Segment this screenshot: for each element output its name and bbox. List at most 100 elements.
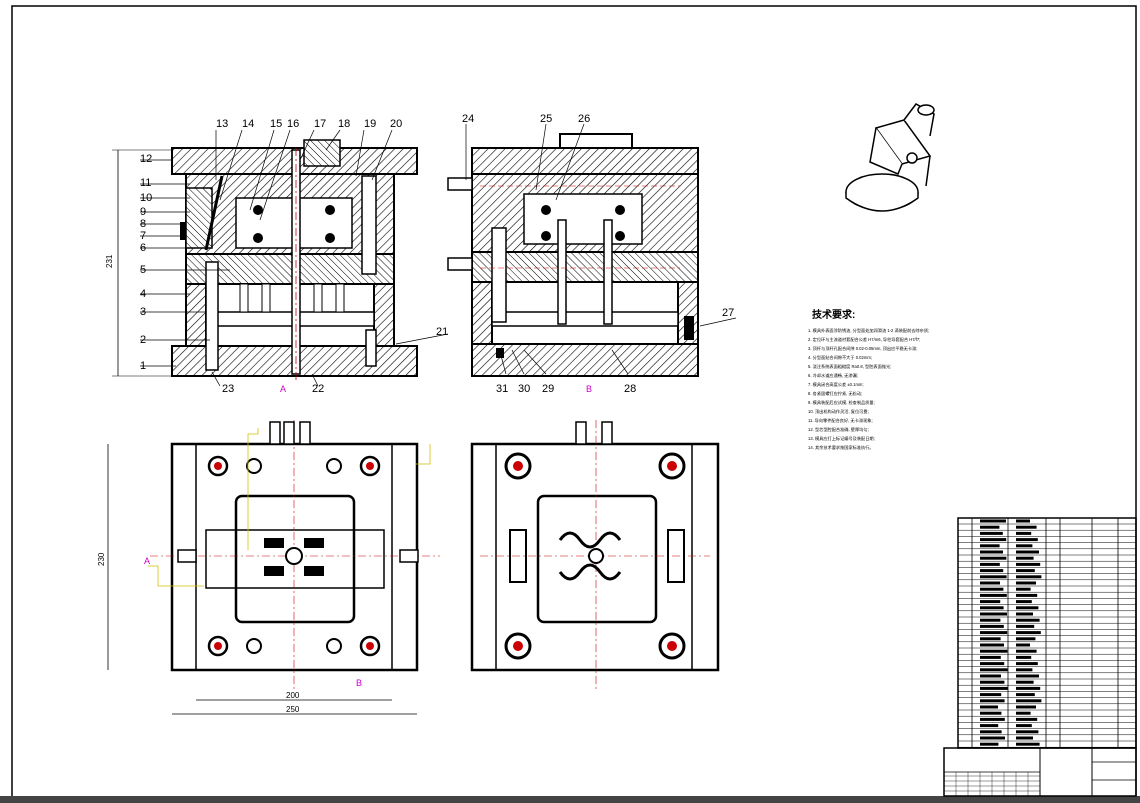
title-block xyxy=(943,747,1137,797)
parts-list-entry-mark xyxy=(1016,612,1033,616)
parts-list-entry-mark xyxy=(980,637,1001,641)
part-label: 13 xyxy=(216,118,228,130)
parts-list-entry-mark xyxy=(1016,699,1042,703)
front-height-value: 231 xyxy=(105,254,114,268)
note-line: 3. 顶杆与顶杆孔配合间隙 0.02-0.05mm, 顶出应平稳无卡滞; xyxy=(808,345,917,352)
part-label: 8 xyxy=(140,218,146,230)
side-section-view xyxy=(447,133,699,377)
plan-height-value: 230 xyxy=(97,552,106,566)
part-label: 6 xyxy=(140,242,146,254)
parts-list-entry-mark xyxy=(1016,680,1034,684)
notes-title: 技术要求: xyxy=(812,308,855,321)
parts-list-entry-mark xyxy=(1016,593,1038,597)
parts-list-entry-mark xyxy=(980,587,1004,591)
part-label: 30 xyxy=(518,383,530,395)
parts-list-entry-mark xyxy=(980,569,1004,573)
parts-list-entry-mark xyxy=(1016,606,1039,610)
section-marker-front: A xyxy=(280,384,286,394)
parts-list-entry-mark xyxy=(980,618,1001,622)
note-line: 7. 模具闭合高度公差 ±0.1mm; xyxy=(808,381,864,388)
parts-list-entry-mark xyxy=(980,693,1002,697)
part-label: 19 xyxy=(364,118,376,130)
parts-list-entry-mark xyxy=(1016,544,1033,548)
parts-list-entry-mark xyxy=(980,581,1000,585)
parts-list-entry-mark xyxy=(1016,643,1030,647)
part-label: 22 xyxy=(312,383,324,395)
note-line: 10. 顶出机构动作灵活, 复位可靠; xyxy=(808,408,869,415)
parts-list-entry-mark xyxy=(980,631,1008,635)
part-label: 15 xyxy=(270,118,282,130)
part-label: 26 xyxy=(578,113,590,125)
parts-list-entry-mark xyxy=(980,674,1001,678)
part-label: 20 xyxy=(390,118,402,130)
parts-list-entry-mark xyxy=(1016,624,1035,628)
note-line: 2. 定位环与主流道衬套配合公差 H7/m6, 导柱导套配合 H7/f7; xyxy=(808,336,920,343)
front-dimension-height: 2 3 1 xyxy=(105,149,172,377)
parts-list-entry-mark xyxy=(980,544,1000,548)
parts-list-entry-mark xyxy=(980,643,1004,647)
part-label: 25 xyxy=(540,113,552,125)
parts-list-entry-mark xyxy=(980,612,1007,616)
note-line: 12. 型芯型腔配合准确, 壁厚均匀; xyxy=(808,426,869,433)
part-label: 2 xyxy=(140,334,146,346)
parts-list-entry-mark xyxy=(1016,730,1039,734)
parts-list-entry-mark xyxy=(1016,618,1040,622)
part-label: 11 xyxy=(140,177,151,189)
part-label: 1 xyxy=(140,360,146,372)
note-line: 11. 导向零件配合良好, 无卡滞现象; xyxy=(808,417,873,424)
plan-outer-width-value: 250 xyxy=(286,705,300,714)
parts-list-entry-mark xyxy=(980,531,1003,535)
parts-list-entry-mark xyxy=(980,562,1000,566)
parts-list-entry-mark xyxy=(1016,637,1036,641)
part-label: 24 xyxy=(462,113,474,125)
parts-list-entry-mark xyxy=(980,717,1005,721)
parts-list-entry-mark xyxy=(1016,575,1042,579)
parts-list-entry-mark xyxy=(1016,736,1033,740)
parts-list-entry-mark xyxy=(1016,662,1038,666)
parts-list-entry-mark xyxy=(980,550,1003,554)
parts-list-entry-mark xyxy=(980,556,1007,560)
plan-inner-width-value: 200 xyxy=(286,691,300,700)
note-line: 5. 浇注系统表面粗糙度 Ra0.8, 型腔表面抛光; xyxy=(808,363,891,370)
parts-list-entry-mark xyxy=(1016,674,1039,678)
technical-notes: 技术要求: 1. 模具外表面涂防锈油, 分型面处加润滑油 1-2 滴装配前去除杂… xyxy=(808,308,929,451)
part-label: 23 xyxy=(222,383,234,395)
parts-list-entry-mark xyxy=(1016,538,1038,542)
front-part-labels: 12 11 10 9 8 7 6 5 4 3 2 1 13 14 15 16 1… xyxy=(140,118,448,395)
parts-list-entry-mark xyxy=(1016,519,1030,523)
parts-list-entry-mark xyxy=(1016,531,1032,535)
parts-list-entry-mark xyxy=(1016,600,1032,604)
part-label: 4 xyxy=(140,288,146,300)
part-label: 31 xyxy=(496,383,508,395)
plan-view-fixed-half xyxy=(470,420,720,690)
parts-list-entry-mark xyxy=(1016,711,1031,715)
section-marker-side: B xyxy=(586,384,592,394)
front-leaders xyxy=(140,129,449,387)
parts-list-entry-mark xyxy=(1016,569,1035,573)
parts-list-entry-mark xyxy=(1016,631,1041,635)
part-label: 3 xyxy=(140,306,146,318)
plan-view-moving-half xyxy=(148,420,440,690)
part-label: 29 xyxy=(542,383,554,395)
note-line: 13. 模具应打上标记编号及装配日期; xyxy=(808,435,875,442)
parts-list-entry-mark xyxy=(980,575,1007,579)
plan-section-marker-b: B xyxy=(356,678,362,688)
parts-list-entry-mark xyxy=(1016,649,1037,653)
parts-list-entry-mark xyxy=(1016,717,1038,721)
part-label: 17 xyxy=(314,118,326,130)
parts-list-entry-mark xyxy=(980,724,999,728)
parts-list-entry-mark xyxy=(1016,550,1039,554)
side-part-labels: 24 25 26 27 28 29 30 31 xyxy=(462,113,734,395)
parts-list-entry-mark xyxy=(980,655,1001,659)
note-line: 6. 冷却水道应通畅, 无渗漏; xyxy=(808,372,858,379)
parts-list-entry-mark xyxy=(980,699,1005,703)
plan-section-marker-a: A xyxy=(144,556,150,566)
parts-list-entry-mark xyxy=(980,538,1007,542)
parts-list-entry-mark xyxy=(1016,655,1032,659)
parts-list-entry-mark xyxy=(980,649,1008,653)
parts-list-entry-mark xyxy=(1016,587,1031,591)
parts-list-entry-mark xyxy=(980,680,1005,684)
parts-list-entry-mark xyxy=(980,686,1008,690)
parts-list-entry-mark xyxy=(1016,525,1037,529)
parts-list-entry-mark xyxy=(980,519,1006,523)
